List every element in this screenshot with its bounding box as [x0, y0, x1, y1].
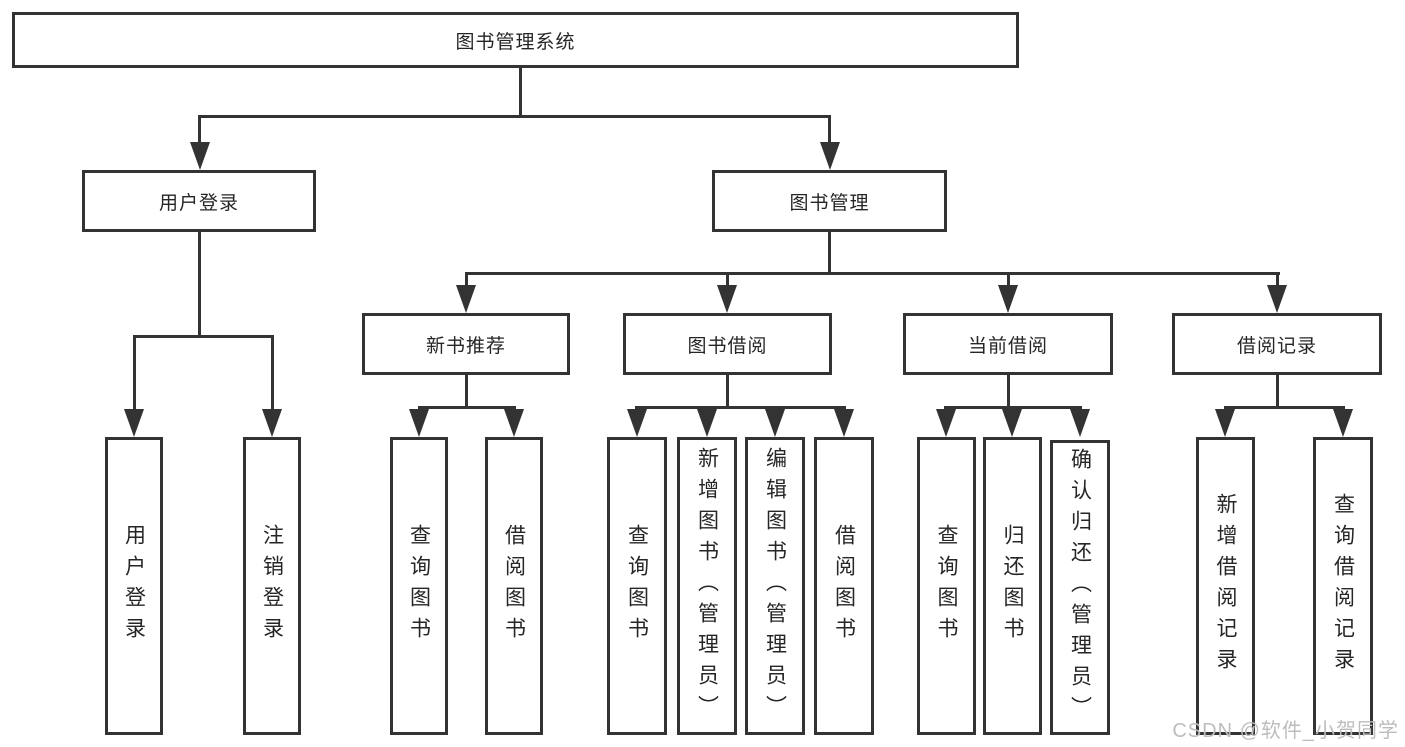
node-label: 新书推荐: [425, 335, 506, 357]
arrow-down-icon: [1215, 409, 1235, 437]
leaf-current-query-books: 查询图书: [917, 437, 976, 735]
leaf-logout: 注销登录: [243, 437, 301, 735]
arrow-down-icon: [998, 285, 1018, 313]
arrow-down-icon: [1070, 409, 1090, 437]
node-label: 查询借阅记录: [1331, 493, 1355, 679]
leaf-user-login: 用户登录: [105, 437, 163, 735]
node-label: 借阅记录: [1236, 335, 1317, 357]
leaf-current-confirm-return-admin: 确认归还（管理员）: [1050, 440, 1110, 735]
connector-line: [418, 406, 516, 409]
node-label: 查询图书: [625, 524, 649, 648]
node-label: 借阅图书: [502, 524, 526, 648]
leaf-borrowing-query-books: 查询图书: [607, 437, 667, 735]
node-label: 当前借阅: [967, 335, 1048, 357]
arrow-down-icon: [820, 142, 840, 170]
arrow-down-icon: [1267, 285, 1287, 313]
arrow-down-icon: [124, 409, 144, 437]
connector-line: [726, 275, 729, 289]
node-label: 用户登录: [122, 524, 146, 648]
node-book-borrowing: 图书借阅: [623, 313, 832, 375]
node-book-management: 图书管理: [712, 170, 947, 232]
leaf-newbook-borrow-books: 借阅图书: [485, 437, 543, 735]
arrow-down-icon: [1002, 409, 1022, 437]
connector-line: [271, 338, 274, 412]
connector-line: [198, 118, 201, 144]
node-label: 新增借阅记录: [1214, 493, 1237, 679]
arrow-down-icon: [1333, 409, 1353, 437]
csdn-watermark: CSDN @软件_小贺同学: [1172, 720, 1399, 742]
arrow-down-icon: [504, 409, 524, 437]
connector-line: [198, 232, 201, 338]
node-label: 新增图书（管理员）: [695, 446, 719, 726]
connector-line: [465, 275, 468, 289]
leaf-borrowing-add-book-admin: 新增图书（管理员）: [677, 437, 737, 735]
leaf-borrowing-borrow-books: 借阅图书: [814, 437, 874, 735]
connector-line: [465, 375, 468, 409]
arrow-down-icon: [262, 409, 282, 437]
connector-line: [635, 406, 846, 409]
node-label: 图书管理系统: [455, 31, 576, 53]
node-label: 查询图书: [935, 524, 958, 648]
node-user-login: 用户登录: [82, 170, 316, 232]
node-label: 确认归还（管理员）: [1068, 448, 1092, 727]
node-label: 图书借阅: [687, 335, 768, 357]
arrow-down-icon: [627, 409, 647, 437]
leaf-borrowing-edit-book-admin: 编辑图书（管理员）: [745, 437, 805, 735]
node-label: 图书管理: [789, 192, 870, 214]
connector-line: [133, 335, 274, 338]
node-library-management-system: 图书管理系统: [12, 12, 1019, 68]
leaf-records-add-borrow-record: 新增借阅记录: [1196, 437, 1255, 735]
connector-line: [1007, 375, 1010, 409]
connector-line: [1224, 406, 1345, 409]
node-label: 查询图书: [407, 524, 431, 648]
leaf-newbook-query-books: 查询图书: [390, 437, 448, 735]
connector-line: [828, 232, 831, 275]
connector-line: [198, 115, 831, 118]
leaf-current-return-books: 归还图书: [983, 437, 1042, 735]
connector-line: [828, 118, 831, 144]
connector-line: [519, 68, 522, 118]
connector-line: [1276, 375, 1279, 409]
node-label: 编辑图书（管理员）: [763, 446, 787, 726]
arrow-down-icon: [190, 142, 210, 170]
connector-line: [465, 272, 1280, 275]
node-label: 注销登录: [260, 524, 284, 648]
connector-line: [726, 375, 729, 409]
connector-line: [1276, 275, 1279, 289]
arrow-down-icon: [765, 409, 785, 437]
arrow-down-icon: [936, 409, 956, 437]
arrow-down-icon: [717, 285, 737, 313]
node-label: 用户登录: [158, 192, 239, 214]
leaf-records-query-borrow-record: 查询借阅记录: [1313, 437, 1373, 735]
node-label: 归还图书: [1001, 524, 1024, 648]
arrow-down-icon: [456, 285, 476, 313]
node-new-book-recommend: 新书推荐: [362, 313, 570, 375]
connector-line: [944, 406, 1082, 409]
connector-line: [1007, 275, 1010, 289]
arrow-down-icon: [409, 409, 429, 437]
arrow-down-icon: [697, 409, 717, 437]
node-current-borrowing: 当前借阅: [903, 313, 1113, 375]
node-label: 借阅图书: [832, 524, 856, 648]
node-borrow-records: 借阅记录: [1172, 313, 1382, 375]
connector-line: [133, 338, 136, 412]
arrow-down-icon: [834, 409, 854, 437]
